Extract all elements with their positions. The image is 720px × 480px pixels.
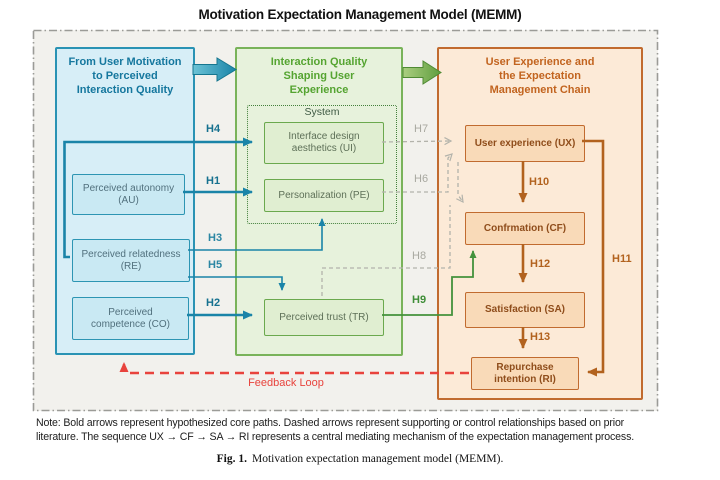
hypothesis-label-h3: H3 xyxy=(208,232,223,244)
panel-expectation-chain-header: User Experience and the Expectation Mana… xyxy=(485,56,595,96)
figure-caption-number: Fig. 1. xyxy=(216,453,247,465)
panel-interaction-quality-header: Interaction Quality Shaping User Experie… xyxy=(270,56,368,96)
hypothesis-label-h7: H7 xyxy=(414,123,429,135)
hypothesis-label-h10: H10 xyxy=(529,176,550,188)
hypothesis-label-h13: H13 xyxy=(530,331,551,343)
figure-note-line1: Note: Bold arrows represent hypothesized… xyxy=(36,417,625,429)
node-interface-design-aesthetics: Interface design aesthetics (UI) xyxy=(264,122,384,164)
hypothesis-label-h11: H11 xyxy=(612,253,632,265)
figure-caption-text: Motivation expectation management model … xyxy=(252,453,504,465)
panel-expectation-chain: User Experience and the Expectation Mana… xyxy=(437,47,643,400)
node-perceived-trust: Perceived trust (TR) xyxy=(264,299,384,336)
panel-interaction-quality: Interaction Quality Shaping User Experie… xyxy=(235,47,403,356)
hypothesis-label-h2: H2 xyxy=(206,297,221,309)
hypothesis-label-h9: H9 xyxy=(412,294,427,306)
node-confirmation: Confrmation (CF) xyxy=(465,212,585,245)
hypothesis-label-h5: H5 xyxy=(208,259,223,271)
hypothesis-label-h6: H6 xyxy=(414,173,429,185)
hypothesis-label-h8: H8 xyxy=(412,250,427,262)
hypothesis-label-h12: H12 xyxy=(530,258,551,270)
figure-note-line2: literature. The sequence UX → CF → SA → … xyxy=(36,431,635,443)
node-perceived-relatedness: Perceived relatedness (RE) xyxy=(72,239,190,282)
node-satisfaction: Satisfaction (SA) xyxy=(465,292,585,328)
feedback-loop-label: Feedback Loop xyxy=(248,377,324,389)
node-perceived-competence: Perceived competence (CO) xyxy=(72,297,189,340)
node-repurchase-intention: Repurchase intention (RI) xyxy=(471,357,579,390)
diagram-title: Motivation Expectation Management Model … xyxy=(198,7,522,22)
panel-user-motivation-header: From User Motivation to Perceived Intera… xyxy=(68,56,182,96)
hypothesis-label-h4: H4 xyxy=(206,123,221,135)
node-user-experience: User experience (UX) xyxy=(465,125,585,162)
hypothesis-label-h1: H1 xyxy=(206,175,221,187)
figure-caption: Fig. 1. Motivation expectation management… xyxy=(0,453,720,465)
system-group-label: System xyxy=(304,106,340,118)
node-perceived-autonomy: Perceived autonomy (AU) xyxy=(72,174,185,215)
panel-user-motivation: From User Motivation to Perceived Intera… xyxy=(55,47,195,355)
node-personalization: Personalization (PE) xyxy=(264,179,384,212)
